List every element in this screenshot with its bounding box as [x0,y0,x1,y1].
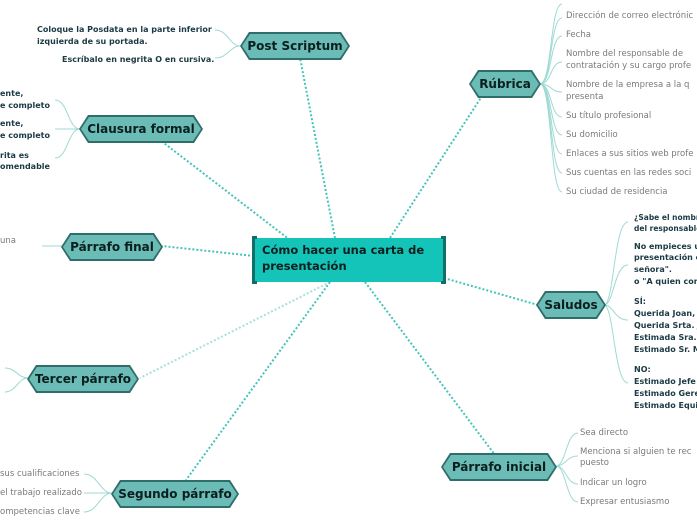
bracket-ps-2 [214,45,241,59]
central-topic-line1: Cómo hacer una carta de [262,243,425,257]
central-topic-line2: presentación [262,259,347,273]
saludos-note-3: No empieces u [634,242,697,251]
rubrica-item-7: Enlaces a sus sitios web profe [566,149,694,159]
topic-tercer-parrafo[interactable]: Tercer párrafo [29,367,137,391]
saludos-note-11: Estimado Sr. M [634,345,697,354]
topic-segundo-parrafo[interactable]: Segundo párrafo [113,482,237,506]
saludos-note-2: del responsable [634,224,697,233]
inicial-item-2a: Menciona si alguien te rec [580,447,692,457]
segundo-item-2: el trabajo realizado [0,488,82,498]
clausura-note-1b: e completo [0,101,50,110]
rubrica-item-2: Fecha [566,30,591,40]
central-topic[interactable]: Cómo hacer una carta de presentación [252,236,446,284]
topic-clausura-formal[interactable]: Clausura formal [81,117,201,141]
rubrica-item-4b: presenta [566,92,604,102]
clausura-note-2a: ente, [0,119,24,128]
rubrica-item-5: Su título profesional [566,111,652,121]
saludos-note-12: NO: [634,365,651,374]
connector-clausura [159,139,291,241]
saludos-note-7: SÍ: [634,297,646,306]
saludos-note-1: ¿Sabe el nombre [634,213,697,222]
ps-note-1: Coloque la Posdata en la parte inferior [37,25,212,34]
ps-note-3: Escríbalo en negrita O en cursiva. [62,55,215,64]
topic-saludos[interactable]: Saludos [538,293,604,317]
bracket-cl-1 [54,99,81,130]
saludos-note-4: presentación c [634,253,697,262]
saludos-note-14: Estimado Gere [634,389,697,398]
clausura-note-1a: ente, [0,89,24,98]
inicial-item-1: Sea directo [580,428,629,438]
topic-parrafo-inicial[interactable]: Párrafo inicial [443,455,555,479]
segundo-item-3: ompetencias clave [0,507,80,517]
bracket-ps-1 [214,29,241,47]
saludos-note-6: o "A quien cor [634,277,697,286]
clausura-note-3a: rita es [0,151,29,160]
segundo-item-1: sus cualificaciones [0,469,80,479]
connector-saludos [443,277,539,306]
rubrica-item-9: Su ciudad de residencia [566,187,668,197]
saludos-note-8: Querida Joan, [634,309,696,318]
rubrica-item-3b: contratación y su cargo profe [566,61,692,71]
inicial-item-2b: puesto [580,458,609,468]
saludos-note-5: señora". [634,265,672,274]
connector-tercer [139,281,331,379]
inicial-item-3: Indicar un logro [580,478,647,488]
inicial-item-4: Expresar entusiasmo [580,497,670,507]
saludos-note-9: Querida Srta. J [634,321,697,330]
connector-parrafo-final [161,245,255,257]
ps-note-2: izquierda de su portada. [37,37,148,46]
connector-post-scriptum [299,57,336,239]
rubrica-item-4a: Nombre de la empresa a la q [566,80,690,90]
saludos-note-13: Estimado Jefe [634,377,696,386]
saludos-note-15: Estimado Equi [634,401,697,410]
clausura-note-2b: e completo [0,131,50,140]
rubrica-item-8: Sus cuentas en las redes soci [566,168,692,178]
connector-rubrica [389,95,483,239]
topic-post-scriptum[interactable]: Post Scriptum [242,34,348,58]
rubrica-item-6: Su domicilio [566,130,618,140]
rubrica-item-3a: Nombre del responsable de [566,49,684,59]
topic-rubrica[interactable]: Rúbrica [471,72,539,96]
topic-parrafo-final[interactable]: Párrafo final [63,235,161,259]
clausura-note-3b: omendable [0,162,50,171]
saludos-note-10: Estimada Sra. [634,333,697,342]
connector-segundo [185,281,331,481]
parrafo-final-note: una [0,236,16,246]
connector-inicial [364,281,496,456]
rubrica-item-1: Dirección de correo electrónic [566,11,694,21]
